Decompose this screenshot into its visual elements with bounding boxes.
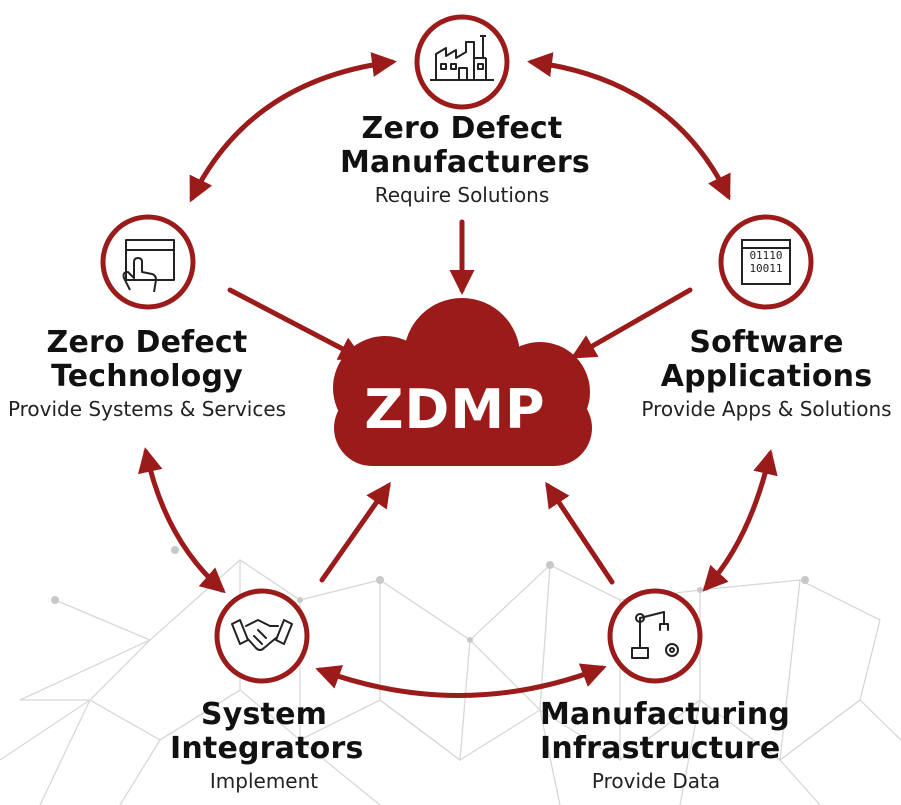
- outer-connectors: [138, 52, 778, 698]
- subtitle-technology: Provide Systems & Services: [7, 397, 287, 421]
- node-circle-manufacturers: [414, 14, 510, 110]
- factory-icon: [430, 35, 494, 81]
- label-software: Software Applications Provide Apps & Sol…: [634, 326, 899, 422]
- subtitle-software: Provide Apps & Solutions: [641, 397, 892, 421]
- subtitle-manufacturers: Require Solutions: [374, 183, 550, 207]
- node-circle-software: [718, 214, 814, 310]
- title-technology-line1: Zero Defect: [46, 325, 248, 360]
- robot-arm-icon: [631, 611, 679, 659]
- arrow-software-to-zdmp: [570, 287, 693, 359]
- node-circle-technology: [100, 214, 196, 310]
- arrow-technology-integrators: [138, 447, 226, 594]
- zdmp-label: ZDMP: [364, 378, 546, 441]
- binary-line-1: 01110: [749, 249, 783, 262]
- zdmp-cloud: [333, 298, 592, 466]
- title-software-line2: Applications: [660, 359, 873, 394]
- binary-code-icon: [741, 239, 791, 285]
- background-network: [0, 559, 901, 805]
- handshake-icon: [231, 619, 293, 651]
- label-integrators: System Integrators Implement: [170, 697, 364, 794]
- binary-line-2: 10011: [749, 262, 783, 275]
- title-infrastructure-line2: Infrastructure: [540, 731, 781, 766]
- binary-code-text: 01110 10011: [742, 249, 790, 275]
- title-infrastructure-line1: Manufacturing: [540, 697, 791, 732]
- arrow-integrators-infrastructure: [315, 663, 607, 698]
- arrow-manufacturers-software: [527, 52, 731, 201]
- title-manufacturers-line1: Zero Defect: [361, 111, 563, 146]
- title-integrators: System Integrators: [170, 697, 364, 766]
- title-technology-line2: Technology: [51, 359, 243, 394]
- node-circle-integrators: [214, 588, 310, 684]
- node-circle-infrastructure: [607, 588, 703, 684]
- title-manufacturers: Zero Defect Manufacturers: [340, 111, 590, 180]
- arrow-integrators-to-zdmp: [319, 481, 391, 583]
- label-manufacturers: Zero Defect Manufacturers Require Soluti…: [340, 111, 590, 208]
- subtitle-infrastructure: Provide Data: [591, 769, 721, 793]
- touch-screen-icon: [122, 239, 175, 293]
- arrow-infrastructure-to-zdmp: [545, 481, 615, 585]
- subtitle-integrators: Implement: [209, 769, 319, 793]
- title-manufacturers-line2: Manufacturers: [340, 145, 590, 180]
- arrow-manufacturers-technology: [189, 52, 397, 203]
- inward-connectors: [227, 219, 693, 585]
- label-infrastructure: Manufacturing Infrastructure Provide Dat…: [540, 697, 791, 794]
- arrow-technology-to-zdmp: [227, 287, 365, 361]
- title-integrators-line2: Integrators: [170, 731, 364, 766]
- title-integrators-line1: System: [200, 697, 328, 732]
- arrow-software-infrastructure: [702, 449, 778, 592]
- title-technology: Zero Defect Technology: [0, 326, 294, 394]
- title-infrastructure: Manufacturing Infrastructure: [540, 697, 791, 766]
- title-software: Software Applications: [634, 326, 899, 394]
- title-software-line1: Software: [689, 325, 844, 360]
- label-technology: Zero Defect Technology Provide Systems &…: [0, 326, 294, 422]
